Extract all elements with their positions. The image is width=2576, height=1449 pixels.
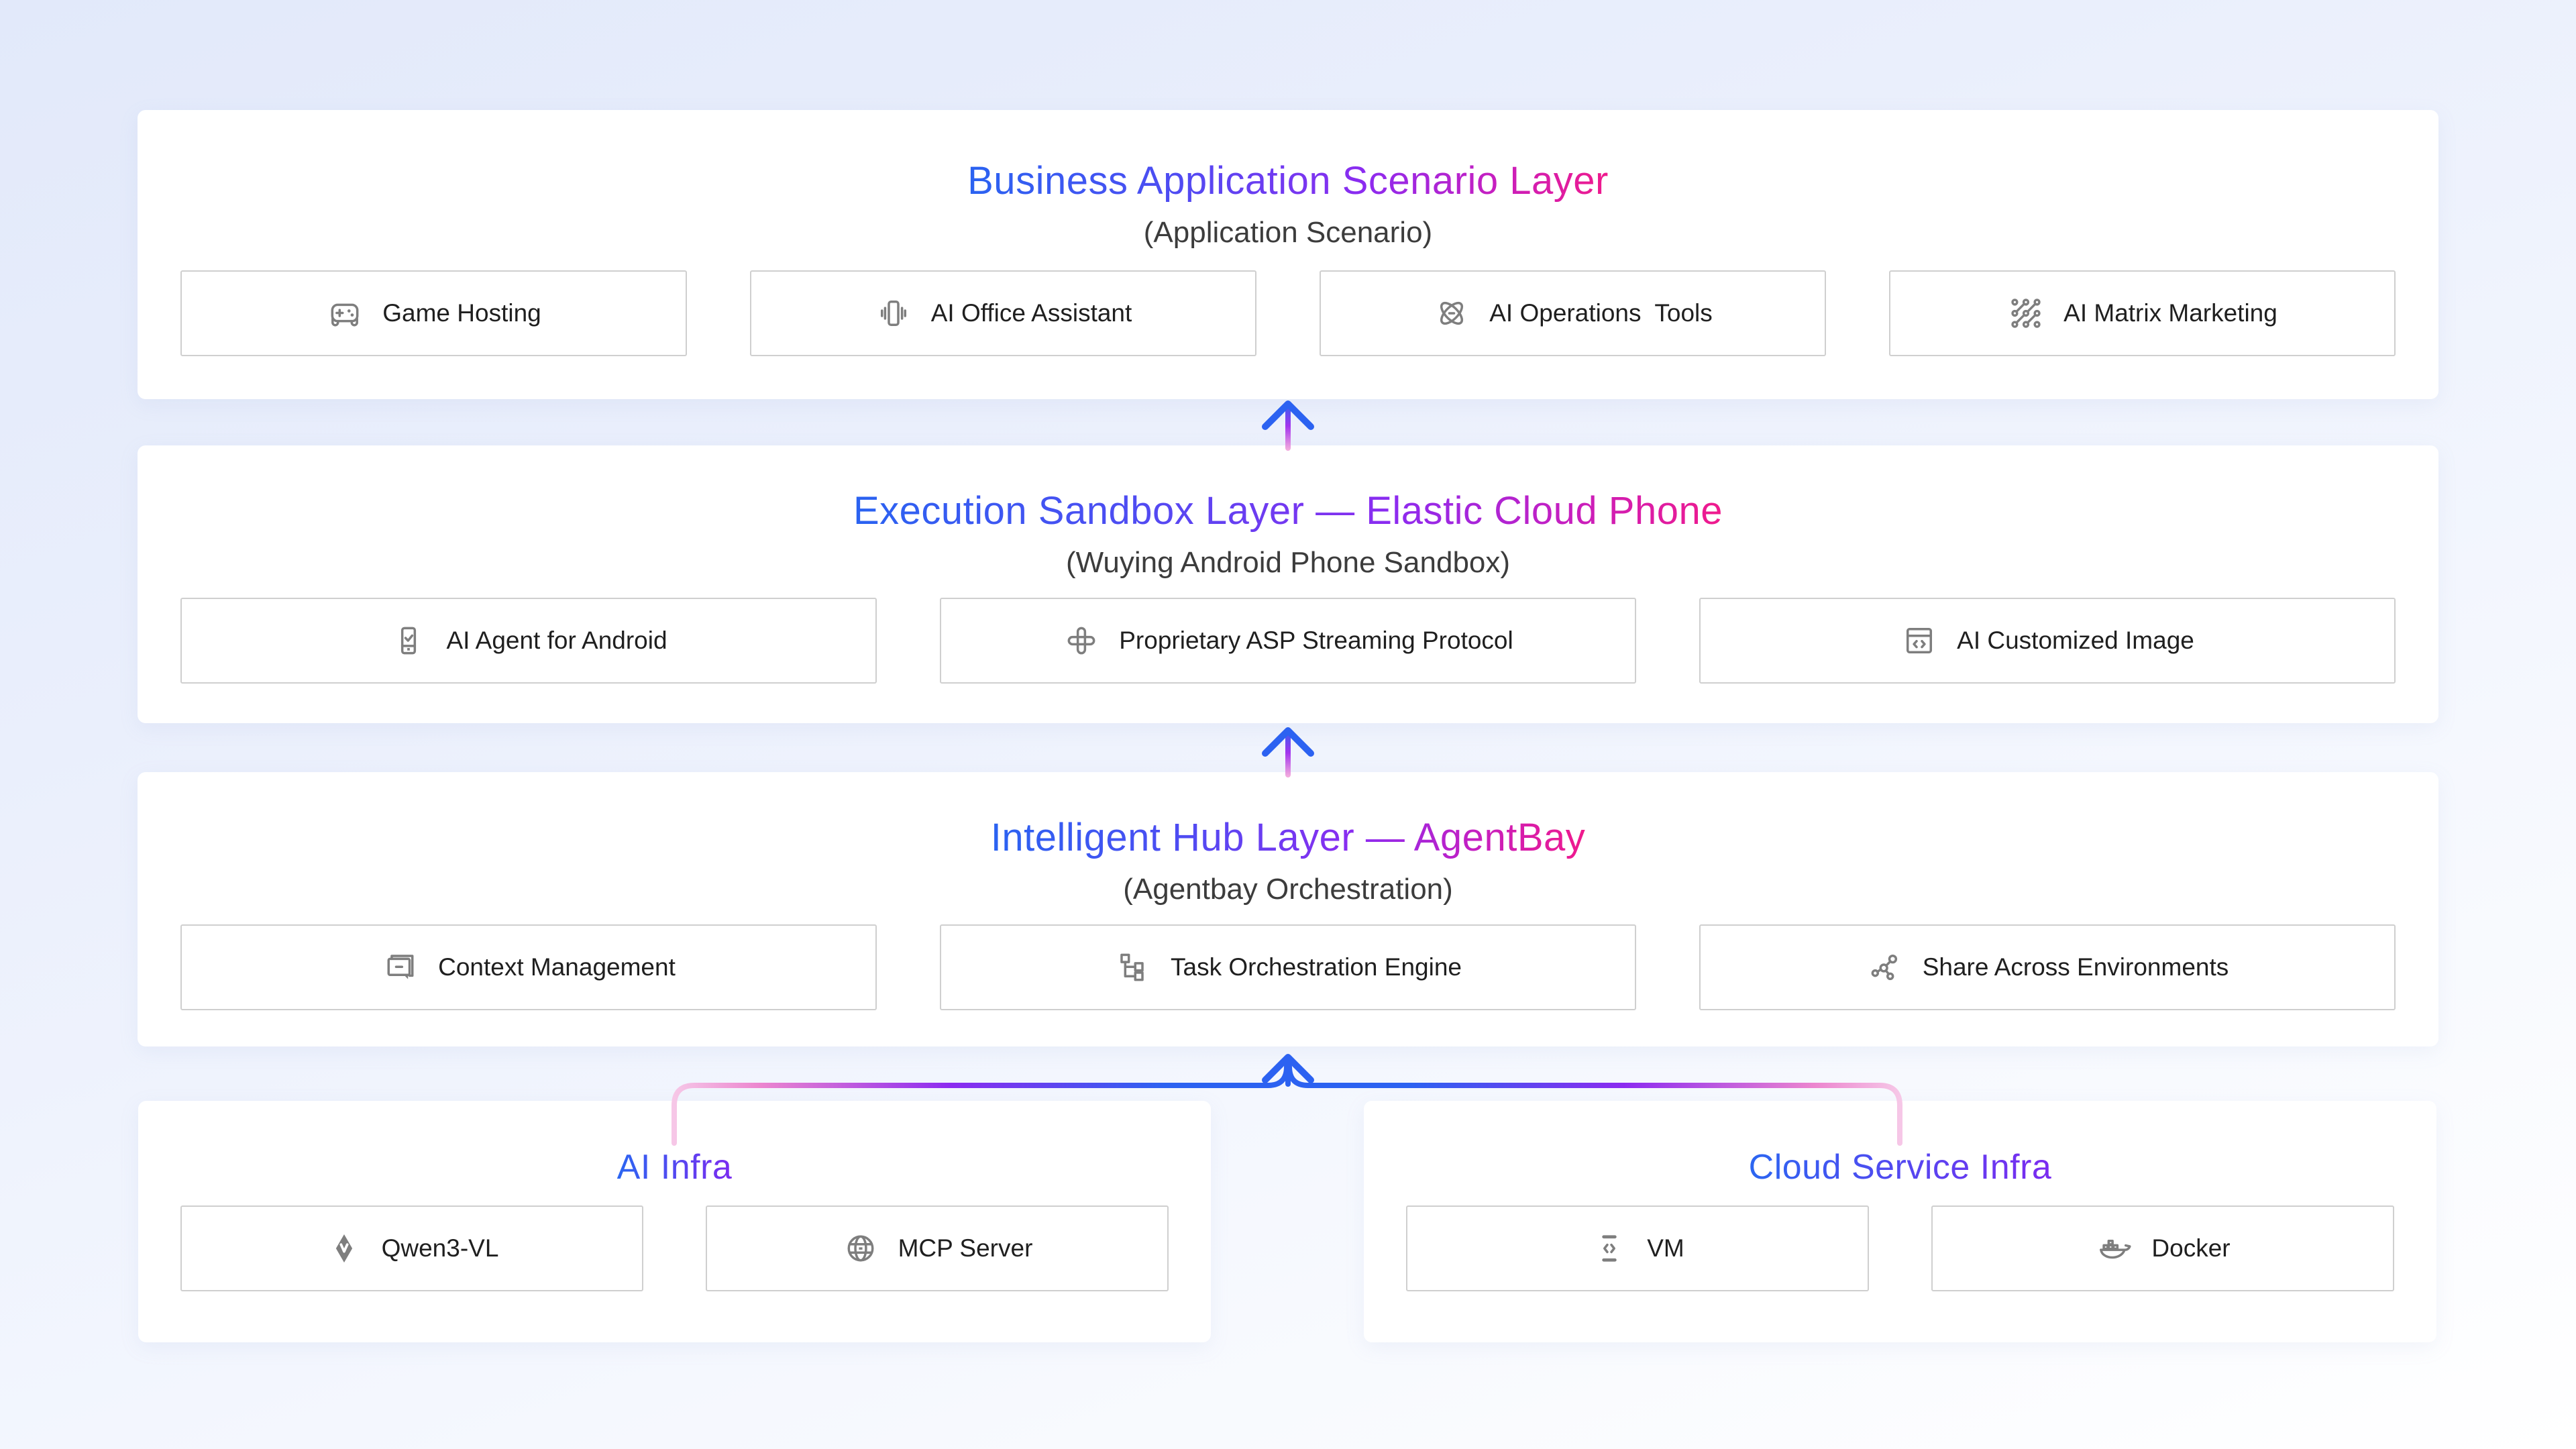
arrow-up-1 xyxy=(1262,400,1314,451)
infra-items-row: Qwen3-VL MCP Server xyxy=(138,1205,1211,1291)
layer-title: Intelligent Hub Layer — AgentBay xyxy=(991,814,1586,863)
layer-items-row: Context Management Task Orchestration En… xyxy=(138,924,2438,1011)
item-label: VM xyxy=(1647,1234,1684,1262)
globe-icon xyxy=(842,1230,879,1267)
layer-title: Business Application Scenario Layer xyxy=(967,157,1609,206)
item-qwen3-vl: Qwen3-VL xyxy=(180,1205,643,1291)
layer-title: Execution Sandbox Layer — Elastic Cloud … xyxy=(853,487,1723,536)
item-label: Share Across Environments xyxy=(1922,953,2229,981)
matrix-nodes-icon xyxy=(2007,294,2045,332)
item-label: AI Matrix Marketing xyxy=(2063,299,2277,327)
item-label: Docker xyxy=(2151,1234,2231,1262)
item-label: Qwen3-VL xyxy=(381,1234,499,1262)
item-label: Context Management xyxy=(438,953,676,981)
atom-icon xyxy=(1433,294,1470,332)
item-label: Task Orchestration Engine xyxy=(1171,953,1462,981)
share-nodes-icon xyxy=(1866,949,1904,986)
item-ai-agent-for-android: AI Agent for Android xyxy=(180,598,877,684)
item-label: AI Agent for Android xyxy=(446,627,667,655)
item-label: AI Office Assistant xyxy=(930,299,1132,327)
item-ai-office-assistant: AI Office Assistant xyxy=(750,270,1256,357)
org-tree-icon xyxy=(1114,949,1152,986)
item-share-across-environments: Share Across Environments xyxy=(1699,924,2396,1011)
infra-title: Cloud Service Infra xyxy=(1749,1145,2052,1191)
item-proprietary-asp-streaming-protocol: Proprietary ASP Streaming Protocol xyxy=(940,598,1636,684)
execution-sandbox-layer-card: Execution Sandbox Layer — Elastic Cloud … xyxy=(138,445,2438,723)
infra-title: AI Infra xyxy=(617,1145,733,1191)
infra-items-row: VM Docker xyxy=(1364,1205,2436,1291)
ai-infra-card: AI Infra Qwen3-VL MCP Server xyxy=(138,1101,1211,1342)
phone-check-icon xyxy=(390,622,427,659)
item-docker: Docker xyxy=(1931,1205,2394,1291)
intelligent-hub-layer-card: Intelligent Hub Layer — AgentBay (Agentb… xyxy=(138,772,2438,1046)
item-ai-matrix-marketing: AI Matrix Marketing xyxy=(1889,270,2396,357)
phone-vibrate-icon xyxy=(875,294,912,332)
window-code-icon xyxy=(1900,622,1938,659)
item-ai-operations-tools: AI Operations Tools xyxy=(1320,270,1826,357)
vm-brackets-icon xyxy=(1591,1230,1628,1267)
layer-items-row: Game Hosting AI Office Assistant AI Oper… xyxy=(138,270,2438,357)
item-label: MCP Server xyxy=(898,1234,1033,1262)
item-label: Proprietary ASP Streaming Protocol xyxy=(1119,627,1513,655)
item-vm: VM xyxy=(1406,1205,1869,1291)
docker-whale-icon xyxy=(2095,1230,2133,1267)
item-context-management: Context Management xyxy=(180,924,877,1011)
item-ai-customized-image: AI Customized Image xyxy=(1699,598,2396,684)
cross-connector-icon xyxy=(1063,622,1100,659)
gamepad-icon xyxy=(326,294,364,332)
layer-subtitle: (Wuying Android Phone Sandbox) xyxy=(1065,545,1511,579)
item-label: AI Operations Tools xyxy=(1489,299,1713,327)
item-game-hosting: Game Hosting xyxy=(180,270,687,357)
item-label: Game Hosting xyxy=(382,299,541,327)
layer-items-row: AI Agent for Android Proprietary ASP Str… xyxy=(138,598,2438,684)
layer-subtitle: (Agentbay Orchestration) xyxy=(1123,872,1453,906)
layer-subtitle: (Application Scenario) xyxy=(1143,215,1433,249)
cloud-service-infra-card: Cloud Service Infra VM Docker xyxy=(1364,1101,2436,1342)
item-task-orchestration-engine: Task Orchestration Engine xyxy=(940,924,1636,1011)
qwen-logo-icon xyxy=(325,1230,363,1267)
business-application-layer-card: Business Application Scenario Layer (App… xyxy=(138,110,2438,399)
chat-bubbles-icon xyxy=(382,949,419,986)
item-mcp-server: MCP Server xyxy=(706,1205,1169,1291)
item-label: AI Customized Image xyxy=(1957,627,2194,655)
arrow-up-2 xyxy=(1262,727,1314,777)
